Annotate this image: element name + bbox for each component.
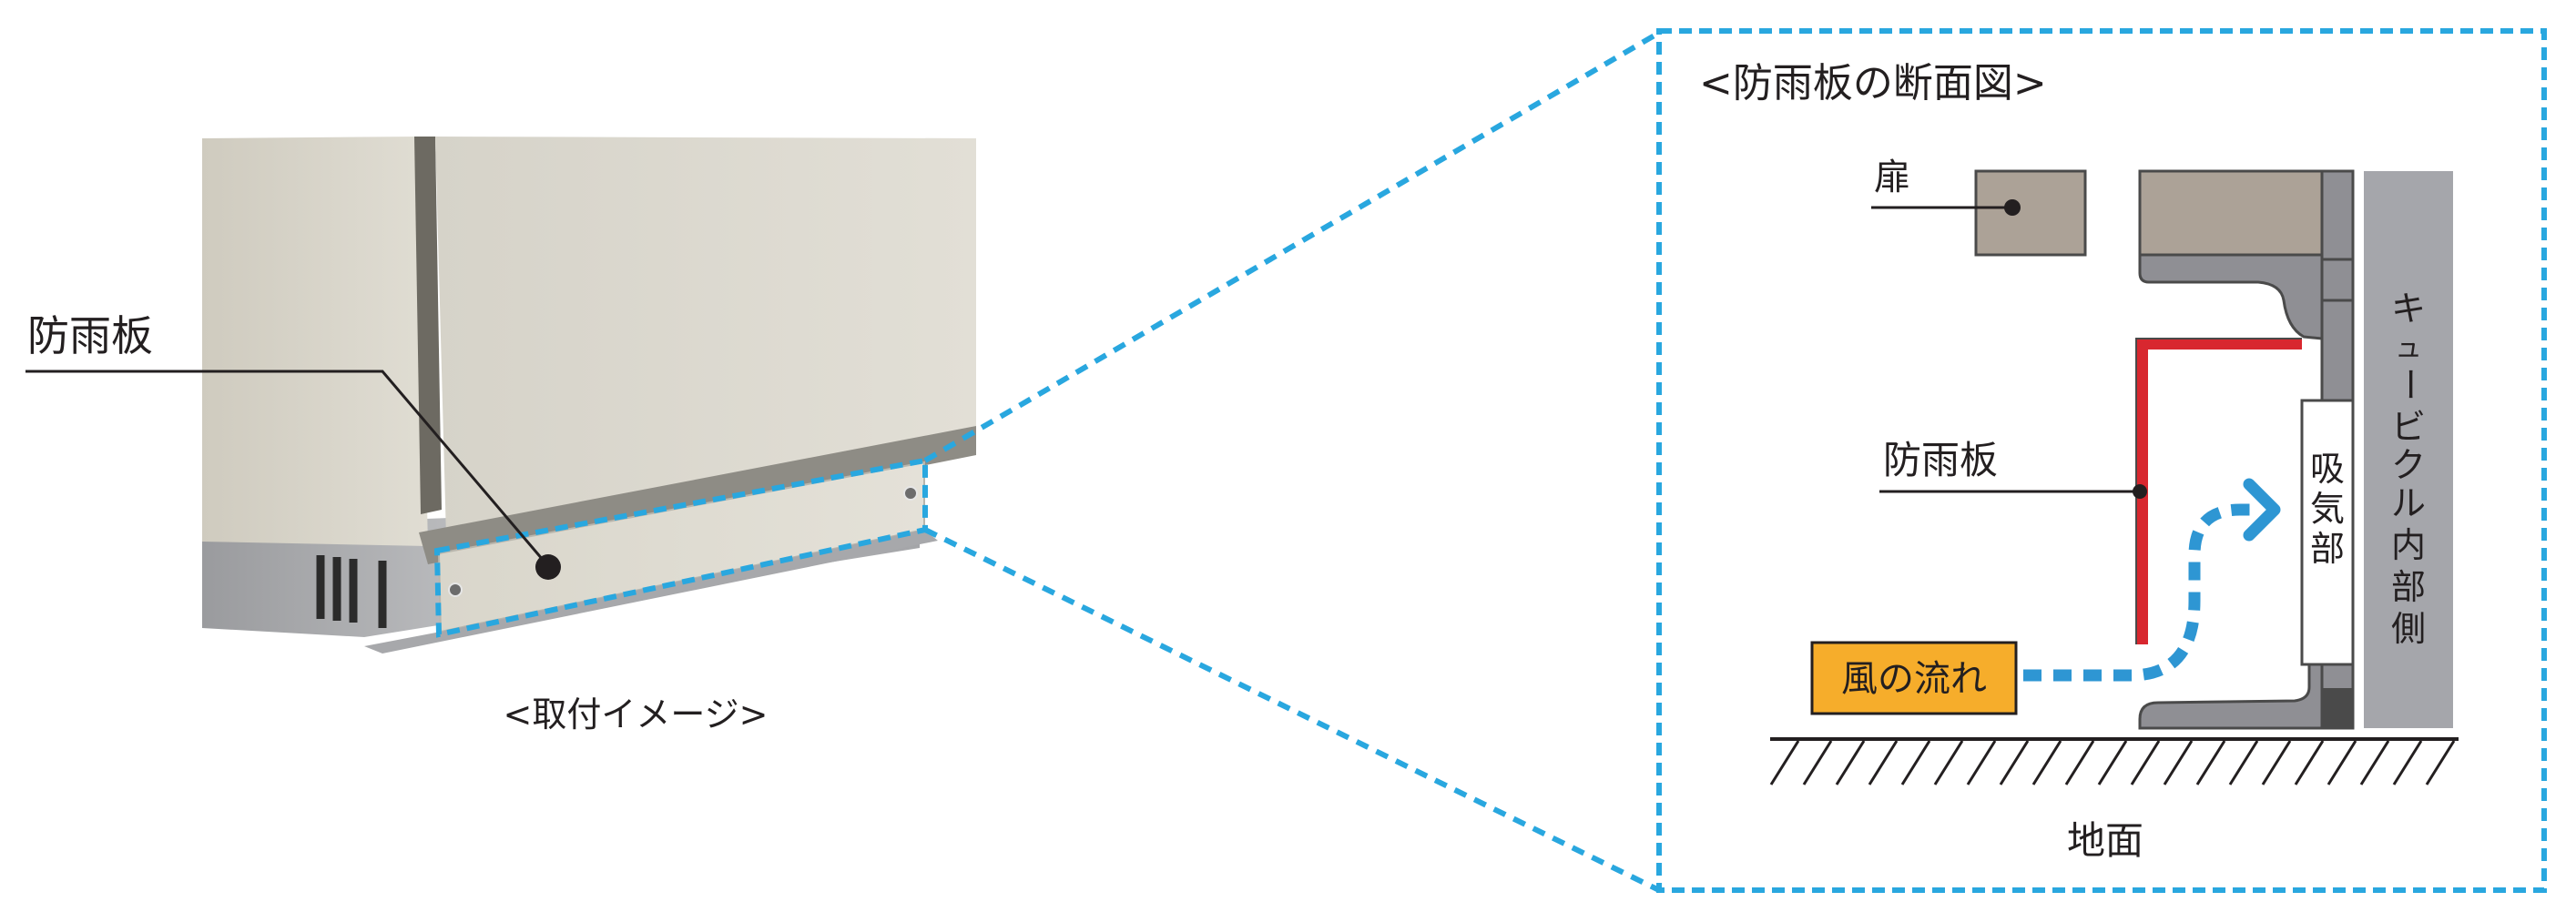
frame-top-block (2138, 169, 2324, 257)
photo-caption: <取付イメージ> (504, 694, 769, 735)
frame-lower-foot (2138, 654, 2324, 730)
door-seam (414, 137, 442, 514)
screw-left (448, 583, 463, 597)
airflow-arrow-path (2023, 503, 2258, 682)
inside-char-1: キ (2391, 289, 2426, 329)
inside-char-3: ー (2389, 367, 2429, 401)
left-rain-plate-label: 防雨板 (27, 311, 153, 360)
zoom-connector-lines (923, 30, 1661, 893)
frame-bottom-dark (2322, 688, 2353, 728)
screw-right (903, 486, 918, 501)
ground-hatching (1769, 740, 2456, 785)
inside-char-5: ク (2391, 445, 2426, 485)
base-vents (316, 555, 387, 628)
door-leader-dot (2004, 199, 2021, 216)
inside-char-2: ュ (2395, 332, 2422, 364)
rain-plate-section (2137, 339, 2302, 644)
inside-char-4: ビ (2391, 407, 2426, 447)
cabinet-front-door (435, 137, 976, 537)
section-title: <防雨板の断面図> (1699, 60, 2047, 106)
inside-char-7: 内 (2391, 525, 2426, 565)
section-rain-plate-dot (2133, 484, 2147, 499)
frame-upper-profile (2138, 253, 2324, 340)
rain-plate-section-outline (2135, 338, 2302, 644)
cabinet-side-panel (202, 137, 428, 546)
rain-plate-lower-edge (364, 530, 938, 654)
inside-wall (2364, 171, 2453, 728)
inside-wall-section: キ ュ ー ビ ク ル 内 部 側 (2364, 171, 2453, 728)
cabinet-illustration (202, 137, 976, 654)
intake-label-1: 吸 (2310, 449, 2345, 489)
intake-label-2: 気 (2310, 489, 2345, 529)
left-leader-line (25, 370, 550, 567)
ground-label: 地面 (2067, 818, 2143, 863)
rain-plate-section-callout: 防雨板 (1879, 438, 2147, 499)
door-label: 扉 (1874, 157, 1910, 198)
ground-section: 地面 (1769, 737, 2459, 863)
intake-box (2300, 399, 2355, 666)
door-block (1974, 169, 2087, 257)
airflow-label: 風の流れ (1841, 658, 1987, 700)
door-section: 扉 (1871, 157, 2087, 257)
left-rain-plate-callout: 防雨板 (25, 311, 561, 580)
left-leader-dot (535, 554, 561, 580)
airflow-label-box (1810, 641, 2018, 715)
intake-section: 吸 気 部 (2300, 399, 2355, 666)
airflow-arrow-head (2243, 478, 2281, 542)
intake-label-3: 部 (2310, 529, 2345, 569)
section-dashed-frame (1656, 28, 2547, 893)
section-rain-plate-label: 防雨板 (1883, 438, 1998, 482)
airflow-section: 風の流れ (1810, 478, 2281, 715)
inside-char-9: 側 (2391, 609, 2426, 649)
inside-char-8: 部 (2391, 567, 2426, 607)
inside-char-6: ル (2391, 483, 2426, 523)
